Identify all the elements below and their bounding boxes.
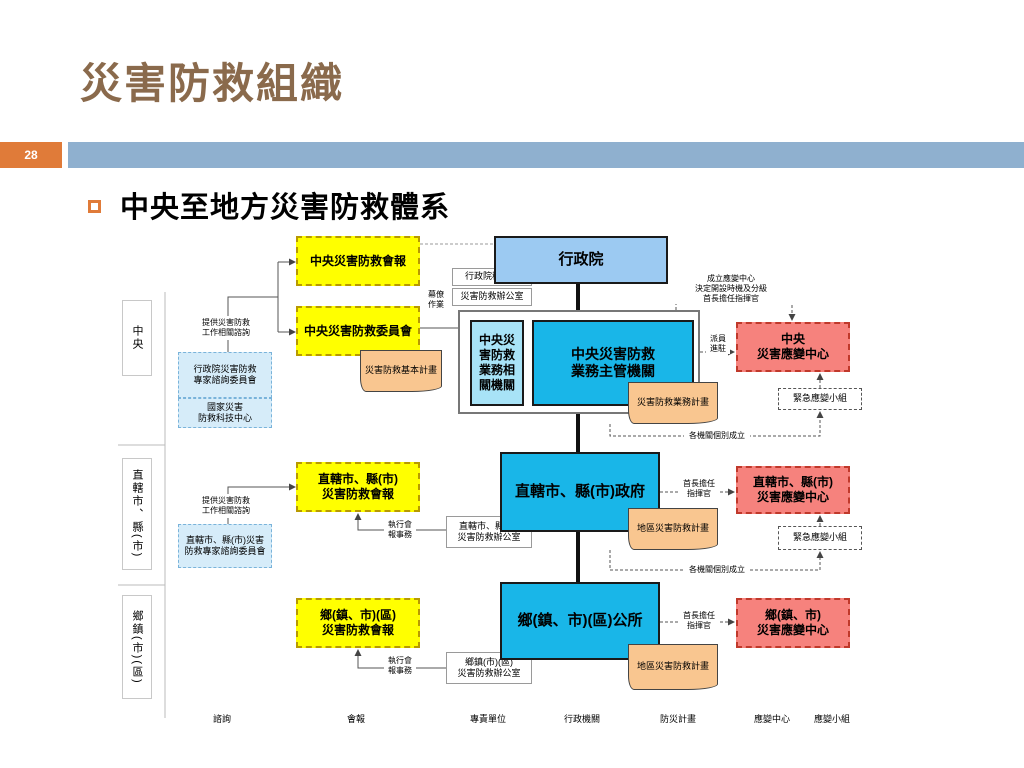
exec-affairs-label-municipal: 執行會 報事務	[384, 520, 416, 540]
consult-label-central: 提供災害防救 工作相關諮詢	[188, 316, 264, 340]
expert-committee-municipal: 直轄市、縣(市)災害 防救專家諮詢委員會	[178, 524, 272, 568]
level-label-central: 中央	[122, 300, 152, 376]
legend-admin-agency: 行政機關	[563, 714, 601, 724]
each-agency-label-central: 各機關個別成立	[684, 430, 750, 442]
legend-eoc: 應變中心	[753, 714, 791, 724]
municipal-council-box: 直轄市、縣(市) 災害防救會報	[296, 462, 420, 512]
ncdr-box: 國家災害 防救科技中心	[178, 398, 272, 428]
exec-affairs-line-municipal	[354, 513, 446, 531]
central-committee-box: 中央災害防救委員會	[296, 306, 420, 356]
emergency-team-central: 緊急應變小組	[778, 388, 862, 410]
consult-line-municipal	[227, 483, 296, 494]
exec-affairs-line-township	[354, 649, 446, 669]
legend-consult: 諮詢	[212, 714, 232, 724]
slide-title: 災害防救組織	[80, 60, 345, 107]
central-council-box: 中央災害防救會報	[296, 236, 420, 286]
local-plan-doc-municipal: 地區災害防救計畫	[628, 508, 718, 550]
staff-work-label: 幕僚 作業	[424, 290, 448, 310]
legend-council: 會報	[346, 714, 366, 724]
commander-label-township: 首長擔任 指揮官	[680, 610, 718, 632]
bullet-heading: 中央至地方災害防救體系	[120, 192, 451, 224]
central-eoc-box: 中央 災害應變中心	[736, 322, 850, 372]
legend-dedicated-unit: 專責單位	[469, 714, 507, 724]
basic-plan-doc: 災害防救基本計畫	[360, 350, 442, 392]
exec-affairs-label-township: 執行會 報事務	[384, 656, 416, 676]
dispatch-label: 派員 進駐	[706, 334, 730, 354]
executive-yuan-box: 行政院	[494, 236, 668, 284]
slide-number: 28	[0, 142, 62, 168]
municipal-eoc-box: 直轄市、縣(市) 災害應變中心	[736, 466, 850, 514]
operation-plan-doc: 災害防救業務計畫	[628, 382, 718, 424]
legend-disaster-plan: 防災計畫	[659, 714, 697, 724]
commander-label-municipal: 首長擔任 指揮官	[680, 478, 718, 500]
bullet-square-icon	[88, 200, 101, 213]
township-office-box: 鄉(鎮、市)(區)公所	[500, 582, 660, 660]
expert-committee-central: 行政院災害防救 專家諮詢委員會	[178, 352, 272, 398]
header-bar	[68, 142, 1024, 168]
level-label-township: 鄉鎮(市)(區)	[122, 595, 152, 699]
each-agency-label-municipal: 各機關個別成立	[684, 564, 750, 576]
dp-office-central-box: 災害防救辦公室	[452, 288, 532, 306]
related-agencies-box: 中央災 害防救 業務相 關機關	[470, 320, 524, 406]
township-eoc-box: 鄉(鎮、市) 災害應變中心	[736, 598, 850, 648]
eoc-setup-note: 成立應變中心 決定開設時機及分級 首長擔任指揮官	[668, 274, 794, 304]
township-council-box: 鄉(鎮、市)(區) 災害防救會報	[296, 598, 420, 648]
consult-label-municipal: 提供災害防救 工作相關諮詢	[188, 494, 264, 518]
level-label-municipal: 直轄市、縣(市)	[122, 458, 152, 570]
emergency-team-municipal: 緊急應變小組	[778, 526, 862, 550]
legend-emergency-team: 應變小組	[813, 714, 851, 724]
local-plan-doc-township: 地區災害防救計畫	[628, 644, 718, 690]
